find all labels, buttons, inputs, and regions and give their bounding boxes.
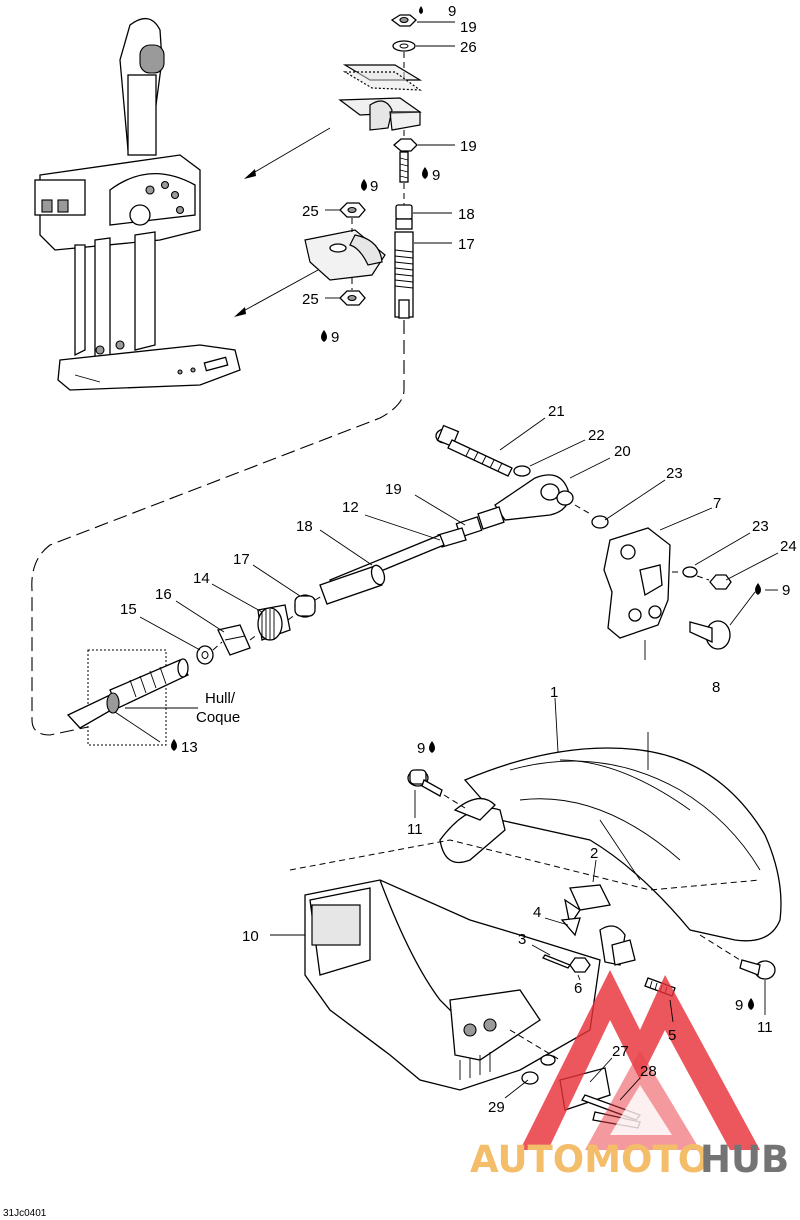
housing-10	[270, 839, 761, 1091]
callout-23-a: 23	[666, 465, 683, 482]
callout-15: 15	[120, 601, 137, 618]
callout-25-bot: 25	[302, 291, 319, 308]
callout-27: 27	[612, 1043, 629, 1060]
callout-13: 13	[181, 739, 198, 756]
callout-9-nut-top: 9	[370, 178, 378, 195]
control-lever-assembly	[34, 18, 241, 391]
oil-drop-icon	[171, 739, 177, 751]
watermark-brand-part1: AUTOMOTO	[470, 1138, 709, 1181]
hull-label: Hull/	[205, 690, 236, 707]
callout-7: 7	[713, 495, 721, 512]
callout-25-top: 25	[302, 203, 319, 220]
callout-21: 21	[548, 403, 565, 420]
callout-9-right: 9	[735, 997, 743, 1014]
watermark-brand-part2: HUB	[700, 1138, 789, 1181]
oil-drop-icon	[321, 330, 327, 342]
coque-label: Coque	[196, 709, 240, 726]
callout-10: 10	[242, 928, 259, 945]
callout-18-top: 18	[458, 206, 475, 223]
figure-code: 31Jc0401	[3, 1208, 47, 1219]
callout-11-right: 11	[757, 1019, 773, 1036]
callout-19-low: 19	[385, 481, 402, 498]
callout-1: 1	[550, 684, 558, 701]
callout-23-b: 23	[752, 518, 769, 535]
assembly-direction-arrows	[234, 127, 331, 317]
nut-25-and-clamp	[304, 202, 386, 306]
bracket-7	[591, 515, 732, 660]
callout-9-top: 9	[448, 3, 456, 20]
callout-4: 4	[533, 904, 541, 921]
callout-16: 16	[155, 586, 172, 603]
automotohub-watermark: AUTOMOTO HUB	[470, 970, 789, 1181]
callout-2: 2	[590, 845, 598, 862]
callout-leaders	[114, 21, 779, 1101]
callout-19-mid: 19	[460, 138, 477, 155]
cover-1	[439, 732, 782, 942]
callout-28: 28	[640, 1063, 657, 1080]
callout-17-top: 17	[458, 236, 475, 253]
callout-19-top: 19	[460, 19, 477, 36]
cable-end-stack-top	[338, 14, 423, 319]
oil-drop-icon	[422, 167, 428, 179]
callout-9-nut-bot: 9	[331, 329, 339, 346]
callout-5: 5	[668, 1027, 676, 1044]
callout-9-bracket: 9	[782, 582, 790, 599]
cable-routing-line	[31, 320, 405, 736]
callout-20: 20	[614, 443, 631, 460]
small-hardware	[509, 884, 776, 1129]
callout-18-low: 18	[296, 518, 313, 535]
screw-11-left	[407, 769, 466, 809]
callout-9-bolt: 9	[417, 740, 425, 757]
cable-and-rod-end	[66, 424, 593, 746]
oil-drop-icon	[361, 179, 367, 191]
callout-12: 12	[342, 499, 359, 516]
oil-drop-icon	[755, 583, 761, 595]
callout-26: 26	[460, 39, 477, 56]
oil-drop-icon	[429, 741, 435, 753]
callout-14: 14	[193, 570, 210, 587]
callout-29: 29	[488, 1099, 505, 1116]
callout-24: 24	[780, 538, 797, 555]
callout-11-left: 11	[407, 821, 423, 838]
callout-labels: 9 19 26 19 9 9 25 18 17 25 9 21 22 20 19…	[3, 3, 797, 1219]
callout-6: 6	[574, 980, 582, 997]
callout-8: 8	[712, 679, 720, 696]
callout-22: 22	[588, 427, 605, 444]
oil-drop-icon	[419, 6, 423, 14]
callout-9-mid: 9	[432, 167, 440, 184]
oil-drop-icon	[748, 998, 754, 1010]
callout-17-low: 17	[233, 551, 250, 568]
callout-3: 3	[518, 931, 526, 948]
